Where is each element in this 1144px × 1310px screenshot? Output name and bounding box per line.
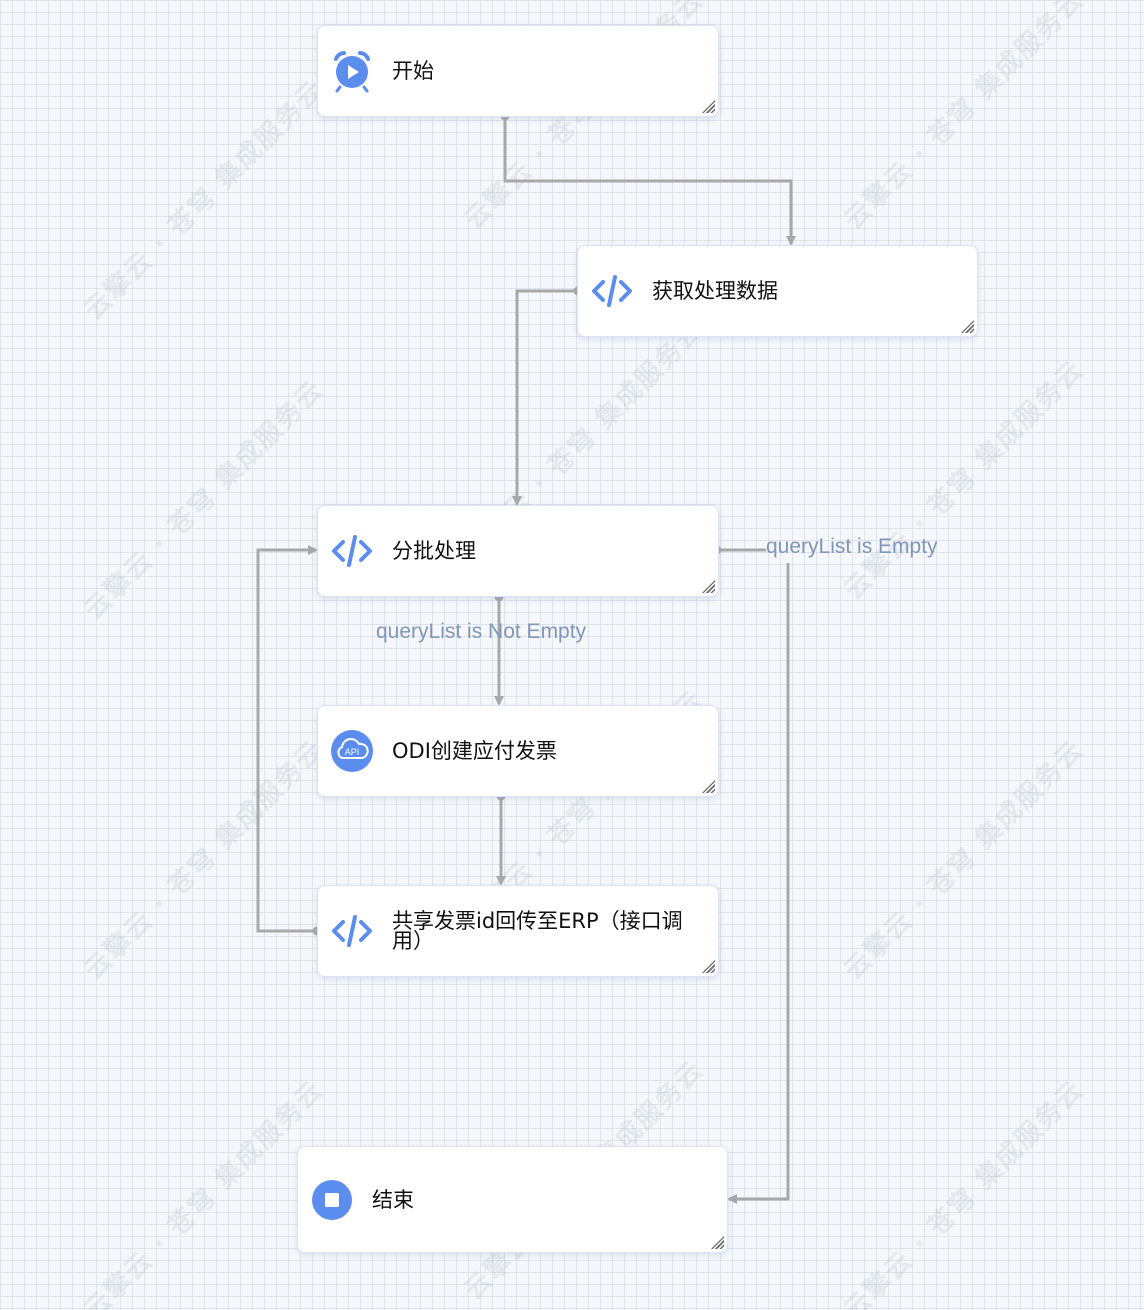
node-label: 分批处理: [392, 539, 476, 563]
edge-label-empty: queryList is Empty: [766, 535, 938, 558]
resize-handle[interactable]: [702, 100, 715, 113]
api-cloud-icon: API: [331, 730, 373, 772]
edge-batch-to-end[interactable]: [717, 548, 790, 1199]
edge-start-to-fetch[interactable]: [503, 116, 796, 246]
node-label: 获取处理数据: [652, 279, 778, 303]
node-fetch-data[interactable]: 获取处理数据: [577, 245, 978, 337]
node-label: 开始: [392, 59, 434, 83]
code-icon: [332, 915, 372, 947]
node-label: 结束: [372, 1187, 414, 1212]
code-icon: [592, 275, 632, 307]
node-label: 共享发票id回传至ERP（接口调用）: [392, 909, 683, 953]
resize-handle[interactable]: [702, 580, 715, 593]
node-label: ODI创建应付发票: [392, 739, 557, 763]
resize-handle[interactable]: [702, 960, 715, 973]
api-icon-text: API: [345, 747, 360, 757]
alarm-clock-play-icon: [334, 51, 370, 93]
edge-label-not-empty: queryList is Not Empty: [376, 620, 587, 643]
edge-fetch-to-batch[interactable]: [512, 289, 578, 506]
node-odi-create-invoice[interactable]: API ODI创建应付发票: [317, 705, 719, 797]
node-batch-process[interactable]: 分批处理: [317, 505, 719, 597]
stop-icon: [312, 1179, 352, 1220]
node-end[interactable]: 结束: [297, 1146, 728, 1253]
edge-share-loop-to-batch[interactable]: [256, 545, 318, 933]
node-start[interactable]: 开始: [317, 25, 719, 117]
resize-handle[interactable]: [702, 780, 715, 793]
node-share-invoice-to-erp[interactable]: 共享发票id回传至ERP（接口调用）: [317, 885, 719, 977]
resize-handle[interactable]: [711, 1236, 724, 1249]
resize-handle[interactable]: [961, 320, 974, 333]
code-icon: [332, 535, 372, 567]
